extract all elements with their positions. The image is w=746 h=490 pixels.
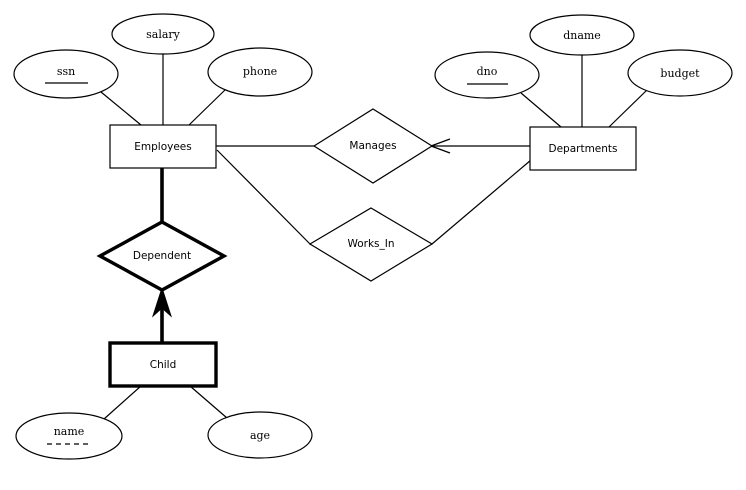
attribute-dno-label: dno [477,65,498,78]
attribute-budget[interactable]: budget [627,49,733,97]
attribute-age[interactable]: age [207,411,313,459]
attribute-name-label: name [54,425,85,438]
entity-employees-box[interactable] [109,124,217,169]
entity-departments-label: Departments [548,143,617,155]
attribute-dno-ellipse[interactable] [434,51,540,99]
attribute-ssn-ellipse[interactable] [13,49,119,99]
relationship-works-in-diamond[interactable] [308,207,434,282]
relationship-manages-diamond[interactable] [312,108,434,184]
connector-name-child [103,385,142,420]
attribute-budget-label: budget [660,67,700,80]
connector-layer [100,54,648,420]
attribute-dno[interactable]: dno [434,51,540,99]
entity-child-label: Child [150,359,177,371]
entity-layer: Employees Departments Child [108,124,637,388]
connector-age-child [189,385,228,419]
attribute-salary[interactable]: salary [111,13,215,55]
attribute-name[interactable]: name [15,412,123,460]
attribute-salary-ellipse[interactable] [111,13,215,55]
attribute-dname[interactable]: dname [529,14,635,56]
attribute-layer: ssn salary phone dno dname [13,13,733,460]
entity-employees[interactable]: Employees [109,124,217,169]
entity-child-box[interactable] [108,341,218,388]
relationship-works-in-label: Works_In [347,238,394,250]
relationship-layer: Manages Works_In Dependent [96,108,434,292]
entity-departments[interactable]: Departments [529,126,637,171]
attribute-dname-ellipse[interactable] [529,14,635,56]
relationship-dependent[interactable]: Dependent [96,220,228,292]
connector-employees-works-in [216,149,312,246]
attribute-phone[interactable]: phone [207,47,313,97]
attribute-ssn-label: ssn [57,65,75,78]
attribute-age-label: age [250,429,270,442]
connector-departments-works-in [431,159,532,245]
relationship-manages-label: Manages [349,140,396,152]
relationship-works-in[interactable]: Works_In [308,207,434,282]
relationship-dependent-diamond[interactable] [96,220,228,292]
connector-dno-departments [520,92,562,128]
attribute-phone-label: phone [243,65,277,78]
connector-ssn-employees [100,91,142,126]
relationship-manages[interactable]: Manages [312,108,434,184]
attribute-salary-label: salary [146,28,181,41]
relationship-dependent-label: Dependent [133,250,191,262]
attribute-dname-label: dname [563,29,601,42]
attribute-budget-ellipse[interactable] [627,49,733,97]
connector-budget-departments [608,89,648,128]
arrowhead-child-dependent [151,286,173,318]
entity-child[interactable]: Child [108,341,218,388]
attribute-age-ellipse[interactable] [207,411,313,459]
attribute-name-ellipse[interactable] [15,412,123,460]
attribute-phone-ellipse[interactable] [207,47,313,97]
entity-employees-label: Employees [134,141,191,153]
entity-departments-box[interactable] [529,126,637,171]
attribute-ssn[interactable]: ssn [13,49,119,99]
connector-phone-employees [188,88,227,126]
